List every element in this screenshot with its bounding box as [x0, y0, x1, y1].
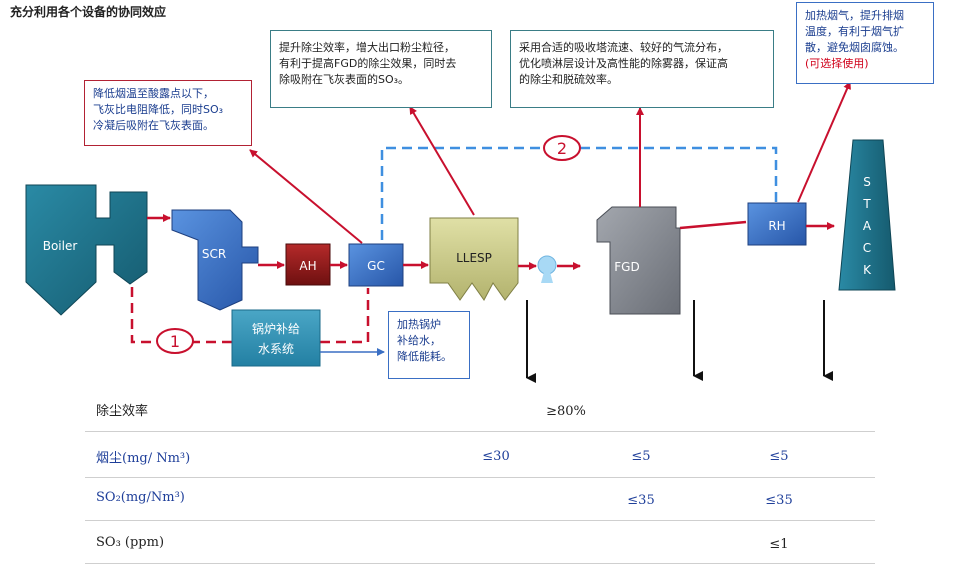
note-low-temperature-line-2: 飞灰比电阻降低，同时SO₃: [93, 103, 224, 116]
marker-1: 1: [156, 328, 194, 354]
boiler: Boiler: [25, 184, 148, 316]
callout-arrow-llesp: [409, 106, 475, 216]
cell-stack-so3: ≤1: [769, 537, 789, 552]
table-divider: [85, 520, 875, 521]
note-fgd-effect-line-1: 采用合适的吸收塔流速、较好的气流分布，: [519, 41, 728, 54]
note-feedwater-effect-line-1: 加热锅炉: [397, 318, 441, 331]
table-divider: [85, 563, 875, 564]
note-esp-effect-line-3: 除吸附在飞灰表面的SO₃。: [279, 73, 410, 86]
row-label-dust-efficiency: 除尘效率: [96, 404, 149, 419]
fgd-label: FGD: [614, 260, 639, 274]
arrow-fgd-rh: [679, 220, 747, 230]
reheater: RH: [747, 202, 807, 246]
cell-llesp-dust-efficiency: ≥80%: [546, 404, 586, 419]
stack-letter-s: S: [863, 175, 871, 189]
note-esp-effect: 提升除尘效率，增大出口粉尘粒径， 有利于提高FGD的除尘效果，同时去 除吸附在飞…: [270, 30, 492, 108]
row-label-so2: SO₂(mg/Nm³): [96, 490, 185, 505]
note-esp-effect-line-2: 有利于提高FGD的除尘效果，同时去: [279, 57, 457, 70]
note-fgd-effect-line-2: 优化喷淋层设计及高性能的除雾器，保证高: [519, 57, 728, 70]
fgd-absorber: FGD: [596, 206, 681, 315]
note-feedwater-effect-line-3: 降低能耗。: [397, 350, 452, 363]
dashed-loop-2: [380, 146, 778, 240]
note-rh-effect-line-1: 加热烟气，提升排烟: [805, 9, 904, 22]
cell-fgd-dust: ≤5: [631, 449, 651, 464]
stack-letter-c: C: [863, 241, 871, 255]
rh-label: RH: [768, 219, 785, 233]
note-feedwater-effect-line-2: 补给水，: [397, 334, 441, 347]
llesp-label: LLESP: [456, 251, 492, 265]
scr-reactor: SCR: [171, 209, 259, 311]
feedwater-system: 锅炉补给 水系统: [231, 309, 321, 367]
note-low-temperature-line-1: 降低烟温至酸露点以下，: [93, 87, 214, 100]
note-rh-effect-line-3: 散，避免烟囱腐蚀。: [805, 41, 904, 54]
callout-arrow-gc: [249, 149, 363, 244]
scr-label: SCR: [202, 247, 226, 261]
note-esp-effect-line-1: 提升除尘效率，增大出口粉尘粒径，: [279, 41, 455, 54]
marker-2-label: 2: [557, 139, 567, 158]
gas-cooler: GC: [348, 243, 404, 287]
stack-letter-t: T: [862, 197, 871, 211]
feedwater-label-line-1: 锅炉补给: [252, 321, 300, 336]
row-label-dust: 烟尘(mg/ Nm³): [96, 451, 191, 466]
marker-1-label: 1: [170, 332, 180, 351]
cell-stack-dust: ≤5: [769, 449, 789, 464]
stack-letter-k: K: [863, 263, 872, 277]
callout-arrow-rh: [797, 81, 851, 203]
air-heater: AH: [285, 243, 331, 286]
cell-stack-so2: ≤35: [765, 493, 793, 508]
note-low-temperature: 降低烟温至酸露点以下， 飞灰比电阻降低，同时SO₃ 冷凝后吸附在飞灰表面。: [84, 80, 252, 146]
marker-2: 2: [543, 135, 581, 161]
stack: S T A C K: [838, 139, 896, 291]
callout-arrows: [249, 81, 851, 244]
note-rh-effect-line-2: 温度，有利于烟气扩: [805, 25, 904, 38]
dashed-loop-1: [130, 287, 232, 344]
llesp: LLESP: [429, 217, 519, 301]
ah-label: AH: [299, 259, 316, 273]
note-feedwater-effect: 加热锅炉 补给水， 降低能耗。: [388, 311, 470, 379]
note-rh-effect: 加热烟气，提升排烟 温度，有利于烟气扩 散，避免烟囱腐蚀。 (可选择使用): [796, 2, 934, 84]
outlet-arrows: [526, 300, 833, 383]
row-label-so3: SO₃ (ppm): [96, 535, 165, 550]
stack-letter-a: A: [863, 219, 872, 233]
note-low-temperature-line-3: 冷凝后吸附在飞灰表面。: [93, 119, 214, 132]
feedwater-label-line-2: 水系统: [258, 342, 294, 356]
cell-fgd-so2: ≤35: [627, 493, 655, 508]
table-divider: [85, 477, 875, 478]
note-rh-optional: (可选择使用): [805, 57, 869, 70]
dashed-loop-1-right: [320, 288, 370, 344]
note-fgd-effect-line-3: 的除尘和脱硫效率。: [519, 73, 618, 86]
flow-arrows: [147, 214, 835, 270]
gc-label: GC: [367, 259, 385, 273]
page-title: 充分利用各个设备的协同效应: [10, 5, 167, 19]
cell-llesp-dust: ≤30: [482, 449, 510, 464]
table-divider: [85, 431, 875, 432]
note-fgd-effect: 采用合适的吸收塔流速、较好的气流分布， 优化喷淋层设计及高性能的除雾器，保证高 …: [510, 30, 774, 108]
boiler-label: Boiler: [43, 239, 78, 253]
booster-fan-icon: [537, 255, 557, 283]
